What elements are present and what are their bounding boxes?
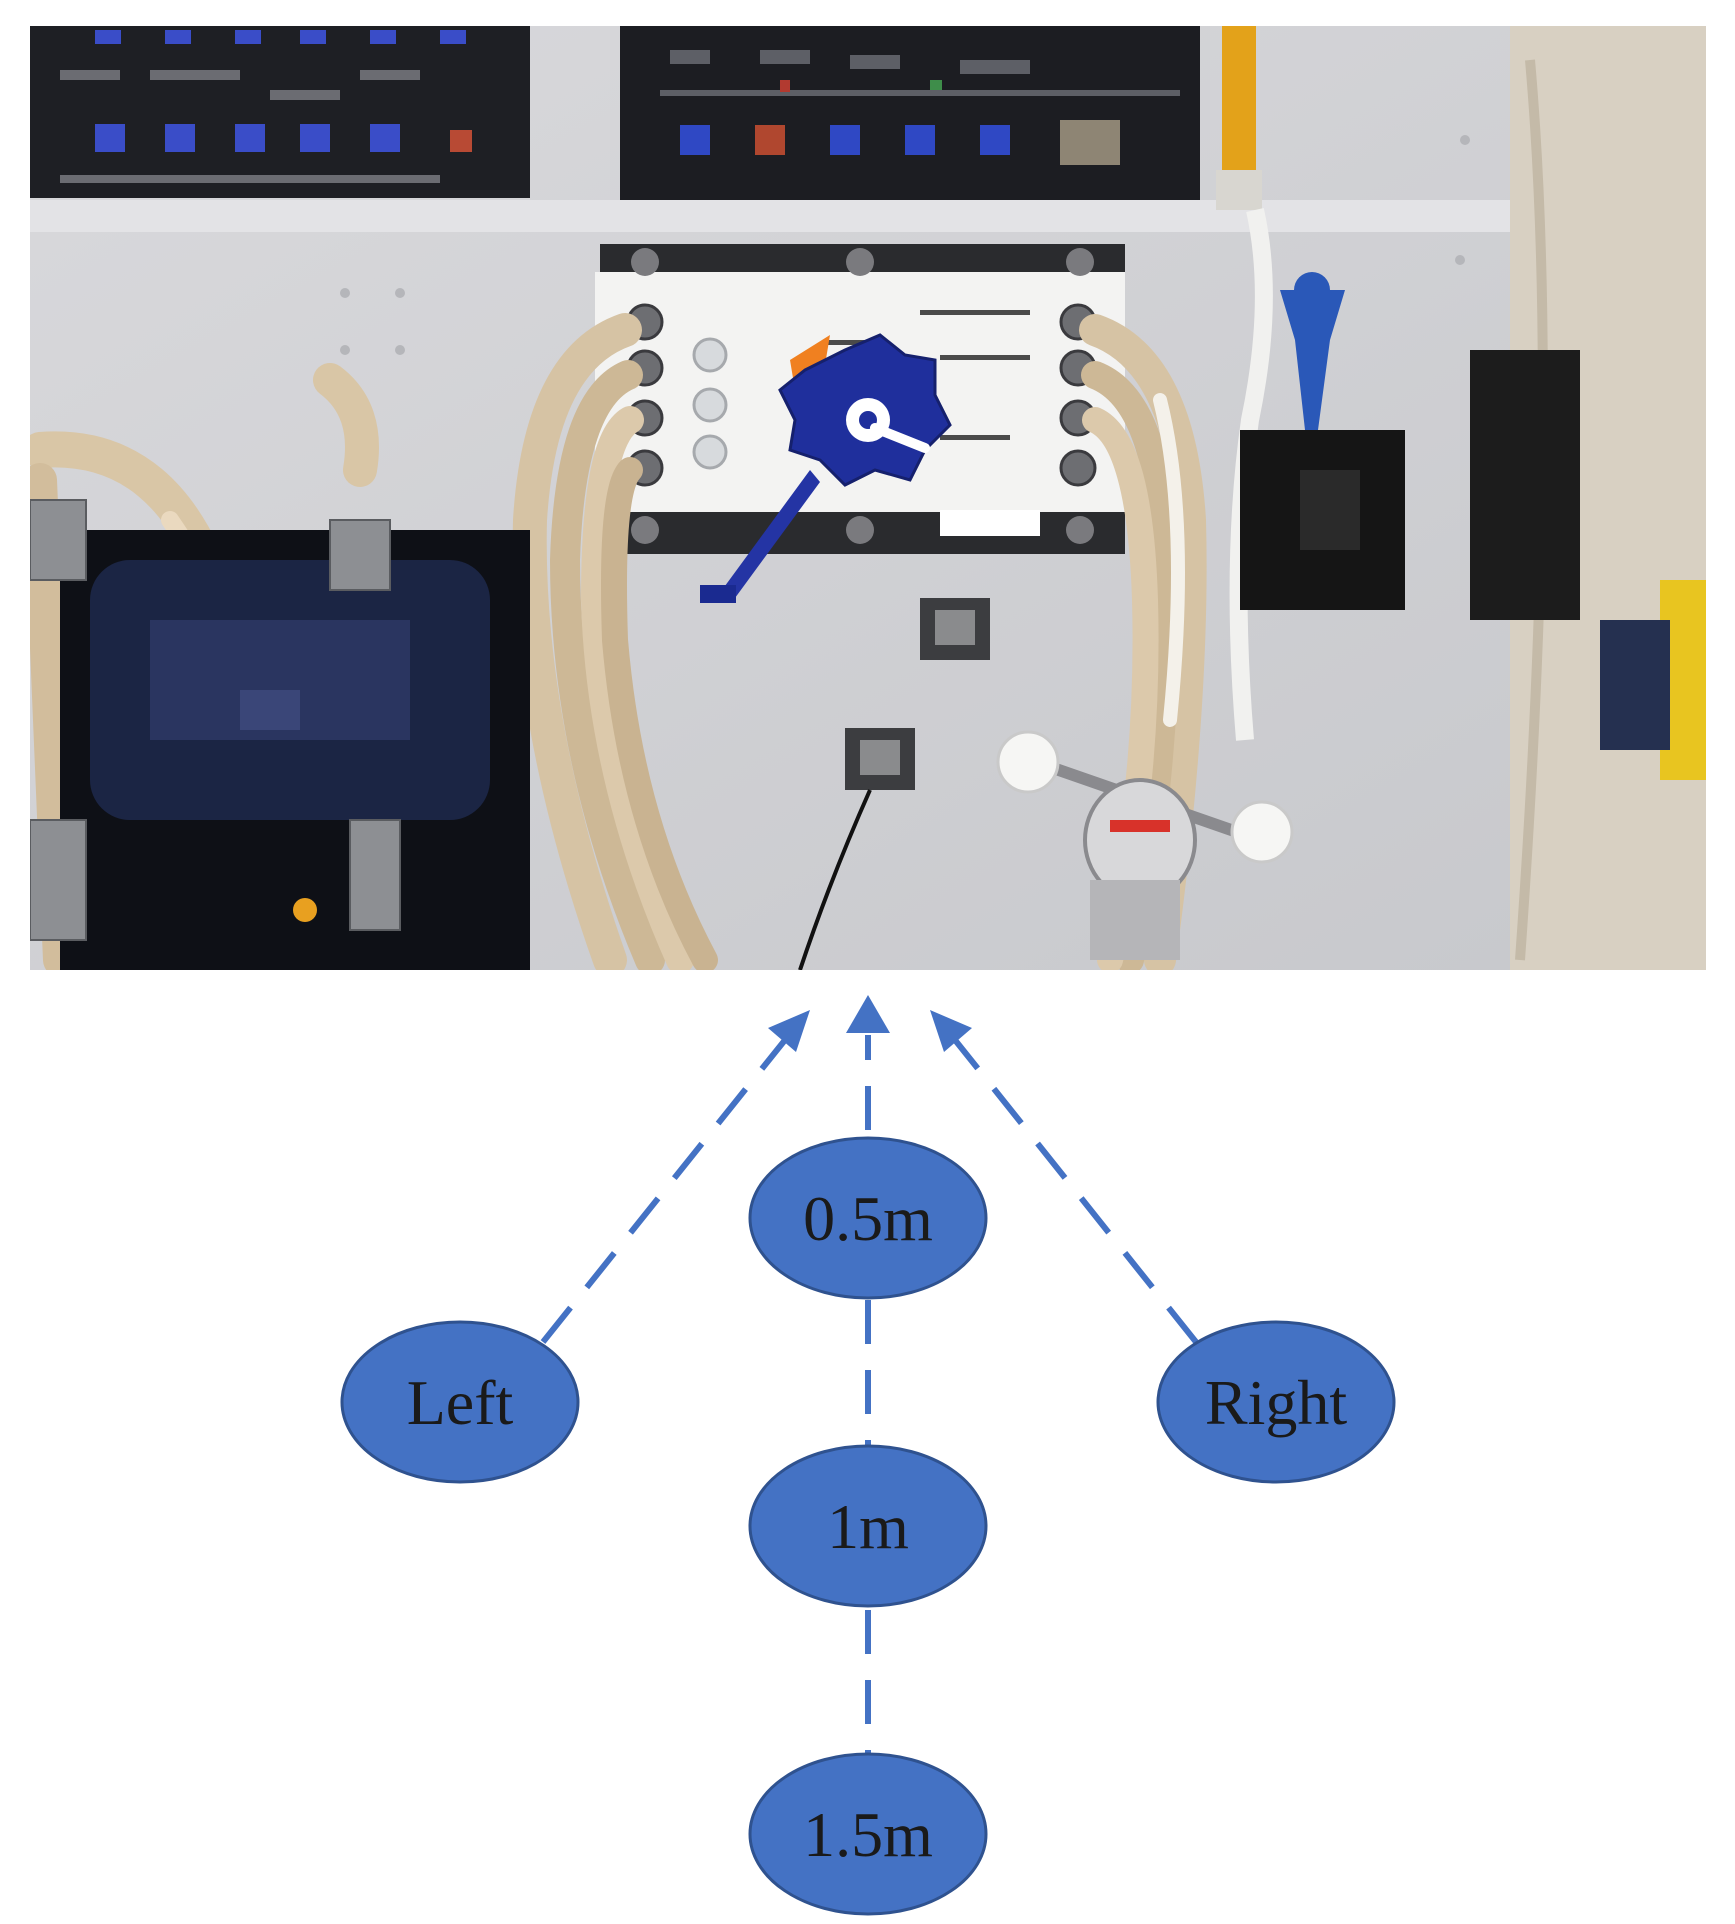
node-left: Left	[340, 1320, 580, 1484]
sensor-board-icon	[798, 598, 990, 970]
node-center-far: 1.5m	[748, 1752, 988, 1916]
side-bracket	[1470, 350, 1580, 620]
node-label-center-near: 0.5m	[803, 1183, 933, 1254]
node-label-left: Left	[407, 1367, 514, 1438]
node-label-right: Right	[1205, 1367, 1347, 1438]
white-strap	[1229, 208, 1273, 741]
wall-holes	[340, 135, 1470, 355]
arrowheads	[768, 995, 972, 1052]
node-center-mid: 1m	[748, 1444, 988, 1608]
upper-ledge	[30, 200, 1530, 232]
top-left-control-panel	[30, 26, 530, 198]
node-center-near: 0.5m	[748, 1136, 988, 1300]
arrow-right-to-target	[952, 1038, 1199, 1344]
cabin-photo	[30, 26, 1706, 970]
direction-arrows	[540, 1035, 1199, 1755]
arrow-left-to-target	[540, 1038, 788, 1344]
arrowhead-right	[930, 1010, 972, 1052]
arrowhead-left	[768, 1010, 810, 1052]
node-label-center-far: 1.5m	[803, 1799, 933, 1870]
blue-valve-icon	[1280, 290, 1345, 430]
valve-panel	[595, 244, 1125, 603]
node-label-center-mid: 1m	[827, 1491, 909, 1562]
insulated-unit	[60, 530, 530, 970]
top-center-control-panel	[620, 26, 1200, 200]
lever-handle	[722, 470, 820, 598]
metal-fittings	[30, 499, 401, 941]
arrowhead-center	[846, 995, 890, 1033]
node-right: Right	[1156, 1320, 1396, 1484]
handle-icon	[996, 730, 1294, 960]
